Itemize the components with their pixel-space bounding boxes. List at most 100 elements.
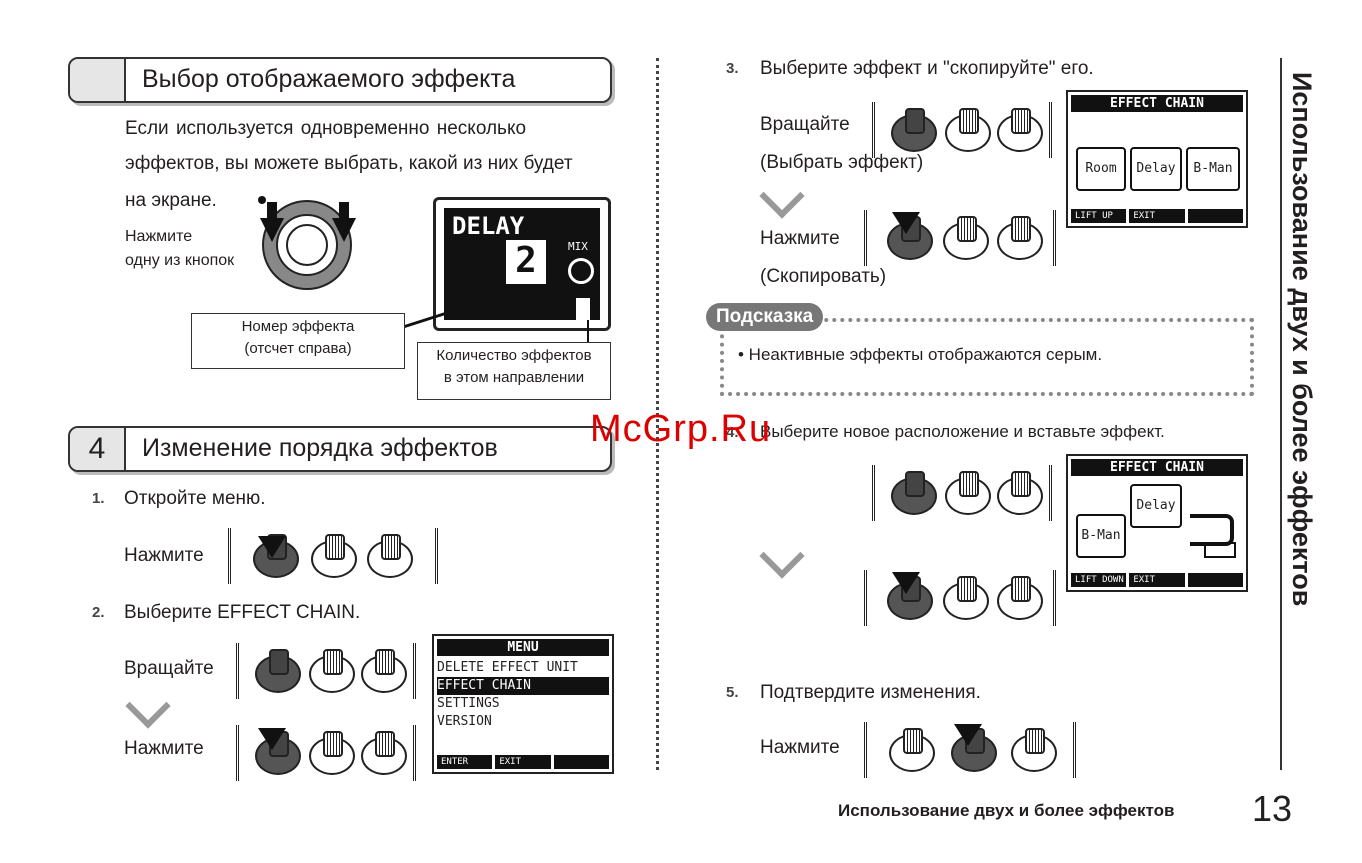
enter-softkey[interactable]: ENTER: [437, 755, 493, 769]
effect-number: 2: [506, 240, 546, 284]
pedal-3[interactable]: [997, 216, 1043, 260]
body-line: Если используется одновременно несколько: [125, 118, 527, 139]
pedal-3[interactable]: [1011, 728, 1057, 772]
pedal-3[interactable]: [997, 108, 1043, 152]
menu-item[interactable]: DELETE EFFECT UNIT: [437, 660, 578, 675]
hint-box: [720, 318, 1254, 396]
footer-title: Использование двух и более эффектов: [838, 801, 1175, 820]
pedal-2[interactable]: [945, 471, 991, 515]
action-label: Вращайте: [760, 114, 850, 135]
pedal-3[interactable]: [361, 731, 407, 775]
pedal-1[interactable]: [891, 471, 937, 515]
pedal-3[interactable]: [367, 534, 413, 578]
press-arrow-icon: [258, 728, 286, 750]
pedal-2[interactable]: [309, 649, 355, 693]
section-header-order: 4 Изменение порядка эффектов: [68, 426, 612, 472]
pedal-2[interactable]: [943, 216, 989, 260]
chain-title: EFFECT CHAIN: [1071, 95, 1243, 112]
menu-item[interactable]: SETTINGS: [437, 696, 500, 711]
hint-label: Подсказка: [706, 303, 824, 331]
selector-knob-icon: [258, 196, 356, 290]
mix-knob-icon: [568, 258, 594, 284]
lift-up-softkey[interactable]: LIFT UP: [1071, 209, 1127, 223]
press-arrow-icon: [892, 572, 920, 594]
menu-display: MENU DELETE EFFECT UNIT EFFECT CHAIN SET…: [432, 634, 614, 774]
menu-item-selected[interactable]: EFFECT CHAIN: [437, 677, 609, 695]
effect-slot[interactable]: Room: [1076, 147, 1126, 191]
delay-display: DELAY 2 MIX: [433, 197, 611, 331]
lift-down-softkey[interactable]: LIFT DOWN: [1071, 573, 1127, 587]
step-text: Откройте меню.: [124, 488, 266, 509]
step-number: 4.: [726, 424, 739, 441]
step-number: 3.: [726, 60, 739, 77]
pedal-3[interactable]: [997, 471, 1043, 515]
step-number: 2.: [92, 604, 105, 621]
pedal-3[interactable]: [361, 649, 407, 693]
amp-icon: [1204, 542, 1236, 558]
pedal-2[interactable]: [945, 108, 991, 152]
section-header-select: Выбор отображаемого эффекта: [68, 57, 612, 103]
action-label: Вращайте: [124, 658, 214, 679]
press-label: Нажмите: [125, 228, 193, 245]
pedal-2[interactable]: [943, 576, 989, 620]
blank-softkey[interactable]: [1187, 573, 1243, 587]
step-text: Выберите эффект и "скопируйте" его.: [760, 58, 1094, 79]
effect-chain-display-2: EFFECT CHAIN Delay B-Man LIFT DOWN EXIT: [1066, 454, 1248, 592]
effect-number-callout: Номер эффекта (отсчет справа): [191, 313, 405, 369]
section-number: 4: [70, 428, 126, 470]
chevron-down-icon: [759, 533, 805, 579]
step-number: 1.: [92, 490, 105, 507]
effect-slot[interactable]: Delay: [1130, 484, 1182, 528]
section-title: Изменение порядка эффектов: [142, 434, 498, 462]
pedal-row: [872, 102, 1052, 158]
effect-name: DELAY: [452, 212, 525, 240]
effect-count-indicator: [576, 298, 590, 320]
action-label: (Скопировать): [760, 266, 887, 287]
exit-softkey[interactable]: EXIT: [1129, 573, 1185, 587]
pedal-1[interactable]: [255, 649, 301, 693]
column-divider: [656, 58, 659, 770]
section-title: Выбор отображаемого эффекта: [142, 65, 516, 93]
action-label: Нажмите: [760, 737, 840, 758]
pedal-row: [872, 465, 1052, 521]
section-number-blank: [70, 59, 126, 101]
pedal-3[interactable]: [997, 576, 1043, 620]
side-title: Использование двух и более эффектов: [1287, 72, 1317, 607]
side-rule: [1280, 58, 1282, 770]
mix-label: MIX: [568, 240, 588, 253]
watermark: McGrp.Ru: [590, 408, 772, 450]
exit-softkey[interactable]: EXIT: [495, 755, 551, 769]
step-text: Выберите новое расположение и вставьте э…: [760, 422, 1165, 441]
pedal-1[interactable]: [891, 108, 937, 152]
pedal-row: [236, 643, 416, 699]
action-label: (Выбрать эффект): [760, 152, 924, 173]
effect-slot[interactable]: B-Man: [1186, 147, 1240, 191]
body-line: на экране.: [125, 190, 217, 211]
effect-slot[interactable]: B-Man: [1076, 514, 1126, 558]
page-number: 13: [1252, 788, 1293, 829]
exit-softkey[interactable]: EXIT: [1129, 209, 1185, 223]
chain-title: EFFECT CHAIN: [1071, 459, 1243, 476]
menu-title: MENU: [437, 639, 609, 656]
effect-chain-display-1: EFFECT CHAIN Room Delay B-Man LIFT UP EX…: [1066, 90, 1248, 228]
return-arrow-icon: [1190, 514, 1234, 546]
blank-softkey[interactable]: [553, 755, 609, 769]
chevron-down-icon: [759, 173, 805, 219]
pedal-1[interactable]: [889, 728, 935, 772]
press-arrow-icon: [892, 212, 920, 234]
blank-softkey[interactable]: [1187, 209, 1243, 223]
body-line: эффектов, вы можете выбрать, какой из ни…: [125, 153, 573, 174]
step-text: Подтвердите изменения.: [760, 682, 981, 703]
press-arrow-icon: [258, 536, 286, 558]
action-label: Нажмите: [760, 228, 840, 249]
step-text: Выберите EFFECT CHAIN.: [124, 602, 361, 623]
action-label: Нажмите: [124, 545, 204, 566]
menu-item[interactable]: VERSION: [437, 714, 492, 729]
effect-count-callout: Количество эффектов в этом направлении: [417, 342, 611, 400]
pedal-2[interactable]: [311, 534, 357, 578]
action-label: Нажмите: [124, 738, 204, 759]
step-number: 5.: [726, 684, 739, 701]
chevron-down-icon: [125, 683, 171, 729]
pedal-2[interactable]: [309, 731, 355, 775]
effect-slot[interactable]: Delay: [1130, 147, 1182, 191]
